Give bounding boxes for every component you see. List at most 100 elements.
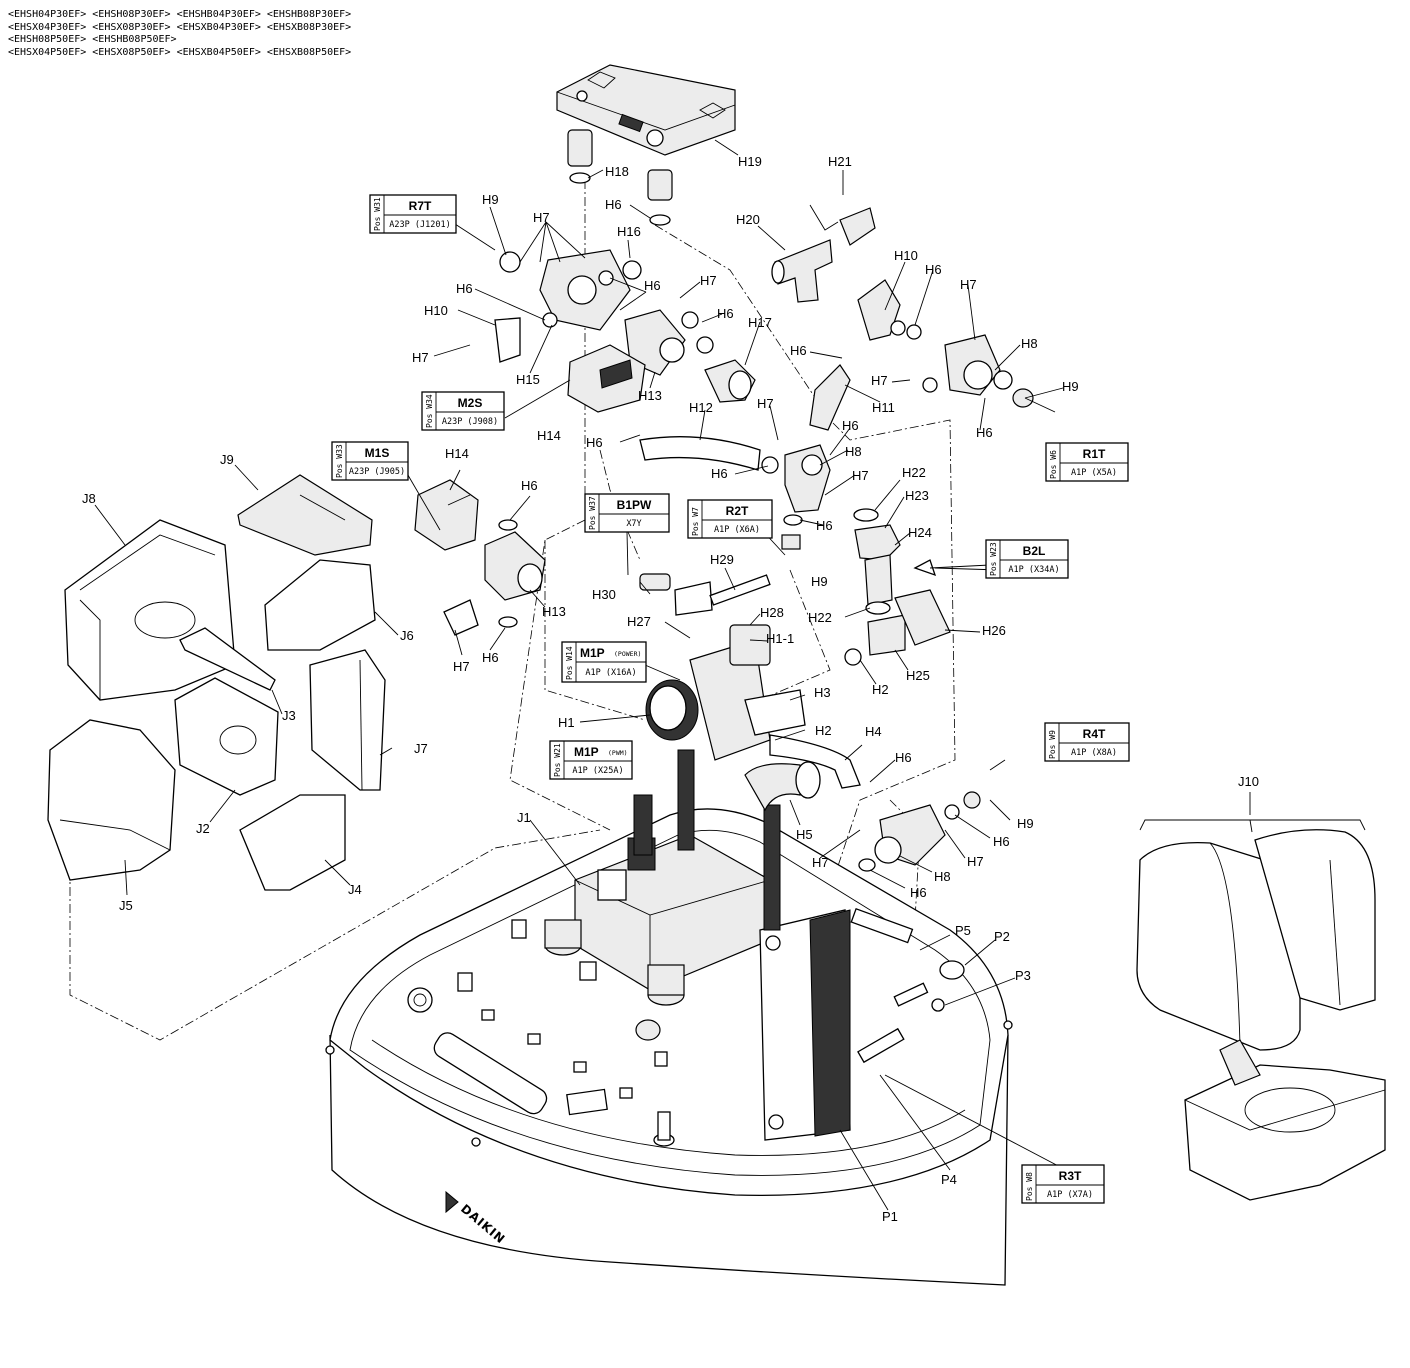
- svg-text:A1P (X34A): A1P (X34A): [1008, 565, 1059, 575]
- part-label: H9: [1062, 379, 1079, 394]
- part-label: H7: [453, 659, 470, 674]
- part-label: H4: [865, 724, 882, 739]
- part-label: J6: [400, 628, 414, 643]
- valve-h8-lower-right: [858, 791, 981, 872]
- valve-h8-middle: [761, 444, 831, 550]
- part-label: H6: [790, 343, 807, 358]
- part-label: P1: [882, 1209, 898, 1224]
- part-label: H2: [815, 723, 832, 738]
- model-code-list: <EHSH04P30EF> <EHSH08P30EF> <EHSHB04P30E…: [8, 9, 438, 59]
- svg-text:M1P: M1P: [574, 745, 599, 759]
- part-label: H25: [906, 668, 930, 683]
- svg-text:B1PW: B1PW: [617, 498, 652, 512]
- component-tag-b1pw: Pos W37 B1PW X7Y: [584, 493, 670, 533]
- svg-text:A1P (X7A): A1P (X7A): [1047, 1190, 1093, 1200]
- svg-text:(PWM): (PWM): [608, 749, 628, 757]
- part-label: J2: [196, 821, 210, 836]
- valve-cluster-h15: [494, 249, 714, 376]
- part-label: H20: [736, 212, 760, 227]
- part-label: H7: [852, 468, 869, 483]
- svg-text:B2L: B2L: [1023, 544, 1046, 558]
- model-code-line: <EHSX04P50EF> <EHSX08P50EF> <EHSXB04P50E…: [8, 46, 352, 58]
- part-label: H15: [516, 372, 540, 387]
- part-label: H3: [814, 685, 831, 700]
- model-code-line: <EHSH04P30EF> <EHSH08P30EF> <EHSHB04P30E…: [8, 9, 352, 20]
- part-label: H2: [872, 682, 889, 697]
- svg-text:R4T: R4T: [1083, 727, 1106, 741]
- sensor-h29-h30: [639, 573, 771, 616]
- part-label: H6: [456, 281, 473, 296]
- part-label: H6: [605, 197, 622, 212]
- insulation-j6: [264, 559, 376, 651]
- part-label: P5: [955, 923, 971, 938]
- part-label: H7: [960, 277, 977, 292]
- insulation-j8: [64, 519, 236, 701]
- part-label: H9: [482, 192, 499, 207]
- part-label: H7: [967, 854, 984, 869]
- part-label: H19: [738, 154, 762, 169]
- insulation-j3: [179, 627, 276, 691]
- valve-h13-lower: [443, 519, 546, 636]
- part-label: J4: [348, 882, 362, 897]
- svg-text:A1P (X16A): A1P (X16A): [585, 668, 636, 678]
- part-label: H21: [828, 154, 852, 169]
- part-label: H1-1: [766, 631, 794, 646]
- insulation-j7: [309, 649, 386, 791]
- svg-text:Pos W21: Pos W21: [553, 743, 562, 777]
- part-label: H6: [711, 466, 728, 481]
- svg-text:Pos W9: Pos W9: [1048, 730, 1057, 759]
- part-label: J9: [220, 452, 234, 467]
- fittings-h22-h26: [844, 508, 951, 666]
- part-label: H7: [700, 273, 717, 288]
- part-label: H28: [760, 605, 784, 620]
- svg-text:Pos W34: Pos W34: [425, 394, 434, 428]
- fittings-h18: [567, 129, 673, 226]
- pipes: [633, 436, 861, 931]
- part-label: H10: [424, 303, 448, 318]
- part-label: H16: [617, 224, 641, 239]
- part-label: H23: [905, 488, 929, 503]
- svg-text:A23P (J905): A23P (J905): [349, 467, 405, 477]
- svg-text:Pos W6: Pos W6: [1049, 450, 1058, 479]
- part-label: H6: [842, 418, 859, 433]
- part-label: H6: [976, 425, 993, 440]
- valve-h10-right: [857, 279, 922, 341]
- component-tag-r2t: Pos W7 R2T A1P (X6A): [687, 499, 773, 539]
- part-label: H6: [816, 518, 833, 533]
- part-label: H24: [908, 525, 932, 540]
- part-label: H7: [533, 210, 550, 225]
- svg-text:M2S: M2S: [458, 396, 483, 410]
- part-label: J7: [414, 741, 428, 756]
- part-label: H6: [910, 885, 927, 900]
- part-label: H7: [412, 350, 429, 365]
- part-label: J1: [517, 810, 531, 825]
- svg-text:Pos W14: Pos W14: [565, 646, 574, 680]
- svg-text:R3T: R3T: [1059, 1169, 1082, 1183]
- svg-text:M1S: M1S: [365, 446, 390, 460]
- leader-lines: [94, 139, 1251, 1211]
- svg-text:A23P (J908): A23P (J908): [442, 417, 498, 427]
- actuator-m2s-h14: [567, 344, 646, 413]
- svg-text:Pos W7: Pos W7: [691, 507, 700, 536]
- model-code-line: <EHSX04P30EF> <EHSX08P30EF> <EHSXB04P30E…: [8, 21, 352, 33]
- part-label: J8: [82, 491, 96, 506]
- insulation-assembly-j10: [1136, 819, 1386, 1201]
- part-label: J5: [119, 898, 133, 913]
- part-label: P4: [941, 1172, 957, 1187]
- plate-heat-exchanger-p1: [759, 908, 965, 1141]
- component-tag-m1p-pwm: Pos W21 M1P (PWM) A1P (X25A): [549, 740, 633, 780]
- part-label: P2: [994, 929, 1010, 944]
- part-label: P3: [1015, 968, 1031, 983]
- part-label: H7: [871, 373, 888, 388]
- component-tag-r4t: Pos W9 R4T A1P (X8A): [1044, 722, 1130, 762]
- svg-text:Pos W33: Pos W33: [335, 444, 344, 478]
- part-labels: H19 H18 H6 H21 H20 H9 H7 H16 H10 H6 H7 H…: [82, 154, 1259, 1224]
- actuator-m1s-h14: [414, 479, 479, 551]
- model-code-line: <EHSH08P50EF> <EHSHB08P50EF>: [8, 34, 177, 45]
- part-label: H14: [445, 446, 469, 461]
- part-label: H18: [605, 164, 629, 179]
- part-label: H22: [902, 465, 926, 480]
- part-label: H6: [895, 750, 912, 765]
- part-label: H13: [638, 388, 662, 403]
